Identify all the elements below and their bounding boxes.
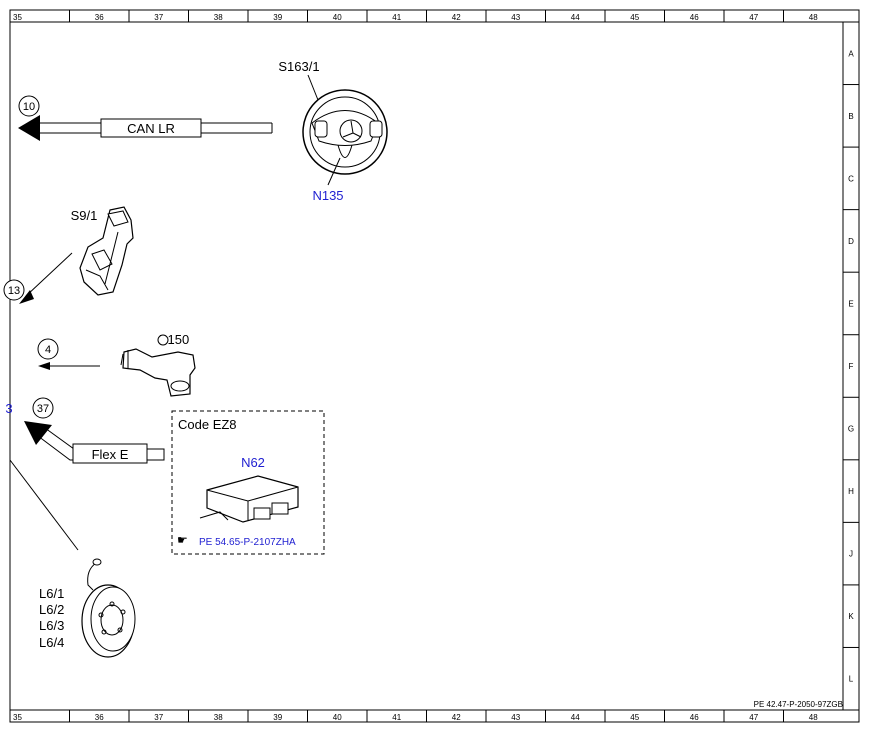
column-label: 42 bbox=[452, 13, 461, 22]
column-label: 45 bbox=[630, 713, 639, 722]
sensor-b150[interactable]: B150 4 bbox=[37, 332, 196, 397]
flex-connection: 37 3 Flex E bbox=[5, 397, 165, 464]
row-label: G bbox=[848, 425, 854, 434]
arrow-head bbox=[18, 115, 40, 141]
row-label: B bbox=[848, 112, 853, 121]
s9-1-label: S9/1 bbox=[71, 208, 98, 223]
flex-e-label: Flex E bbox=[92, 447, 129, 462]
n135-label[interactable]: N135 bbox=[312, 188, 343, 203]
ref-circle-4[interactable] bbox=[37, 338, 59, 360]
row-label: E bbox=[848, 299, 853, 308]
column-label: 45 bbox=[630, 13, 639, 22]
column-ruler-top: 35 36 37 38 39 40 41 42 43 44 45 46 47 48 bbox=[13, 10, 818, 22]
column-label: 43 bbox=[511, 713, 520, 722]
column-label: 38 bbox=[214, 713, 223, 722]
ref-circle-10[interactable] bbox=[18, 95, 40, 117]
control-unit-n62[interactable]: Code EZ8 N62 ☛ PE 54.65-P-2107ZHA bbox=[171, 410, 325, 555]
switch-s9-1[interactable]: S9/1 13 bbox=[3, 206, 134, 304]
diagram-frame bbox=[9, 9, 860, 723]
l6-4-label: L6/4 bbox=[39, 635, 64, 650]
ref-10-label: 10 bbox=[23, 101, 35, 113]
column-label: 43 bbox=[511, 13, 520, 22]
s163-1-label: S163/1 bbox=[278, 59, 319, 74]
column-label: 39 bbox=[273, 713, 282, 722]
column-label: 40 bbox=[333, 13, 342, 22]
reference-hand-icon: ☛ bbox=[177, 533, 188, 547]
l6-3-label: L6/3 bbox=[39, 618, 64, 633]
column-label: 44 bbox=[571, 13, 580, 22]
ref-4-label: 4 bbox=[45, 344, 51, 356]
column-label: 40 bbox=[333, 713, 342, 722]
column-label: 36 bbox=[95, 713, 104, 722]
column-label: 44 bbox=[571, 713, 580, 722]
column-label: 35 bbox=[13, 713, 22, 722]
wheel-speed-sensors-l6[interactable]: L6/1 L6/2 L6/3 L6/4 bbox=[9, 459, 136, 658]
ref-37-label: 37 bbox=[37, 403, 49, 415]
column-label: 48 bbox=[809, 13, 818, 22]
column-label: 41 bbox=[392, 13, 401, 22]
row-label: F bbox=[849, 362, 854, 371]
code-ez8-label: Code EZ8 bbox=[178, 417, 237, 432]
column-label: 37 bbox=[154, 13, 163, 22]
column-label: 36 bbox=[95, 13, 104, 22]
column-label: 38 bbox=[214, 13, 223, 22]
document-id: PE 42.47-P-2050-97ZGB bbox=[754, 700, 843, 709]
edge-ref-mark[interactable]: 3 bbox=[5, 401, 12, 416]
steering-wheel-s163-1[interactable]: S163/1 N135 bbox=[278, 59, 388, 203]
column-label: 37 bbox=[154, 713, 163, 722]
ref-13-label: 13 bbox=[8, 285, 20, 297]
row-label: J bbox=[849, 550, 853, 559]
n62-label[interactable]: N62 bbox=[241, 455, 265, 470]
column-label: 46 bbox=[690, 13, 699, 22]
row-label: K bbox=[848, 612, 854, 621]
column-label: 47 bbox=[749, 13, 758, 22]
column-label: 47 bbox=[749, 713, 758, 722]
can-connection: 10 CAN LR bbox=[18, 95, 273, 141]
column-label: 35 bbox=[13, 13, 22, 22]
can-lr-label: CAN LR bbox=[127, 121, 175, 136]
row-label: L bbox=[849, 675, 854, 684]
column-label: 42 bbox=[452, 713, 461, 722]
ref-circle-13[interactable] bbox=[3, 279, 25, 301]
column-label: 48 bbox=[809, 713, 818, 722]
row-label: C bbox=[848, 174, 854, 183]
l6-2-label: L6/2 bbox=[39, 602, 64, 617]
row-label: A bbox=[848, 49, 854, 58]
column-label: 39 bbox=[273, 13, 282, 22]
row-label: H bbox=[848, 487, 854, 496]
column-ruler-bottom: 35 36 37 38 39 40 41 42 43 44 45 46 47 48 bbox=[13, 710, 818, 722]
column-label: 41 bbox=[392, 713, 401, 722]
column-label: 46 bbox=[690, 713, 699, 722]
l6-1-label: L6/1 bbox=[39, 586, 64, 601]
n62-reference-link[interactable]: PE 54.65-P-2107ZHA bbox=[199, 537, 296, 548]
row-ruler-right: A B C D E F G H J K L bbox=[843, 49, 859, 684]
row-label: D bbox=[848, 237, 854, 246]
ref-circle-37[interactable] bbox=[32, 397, 54, 419]
